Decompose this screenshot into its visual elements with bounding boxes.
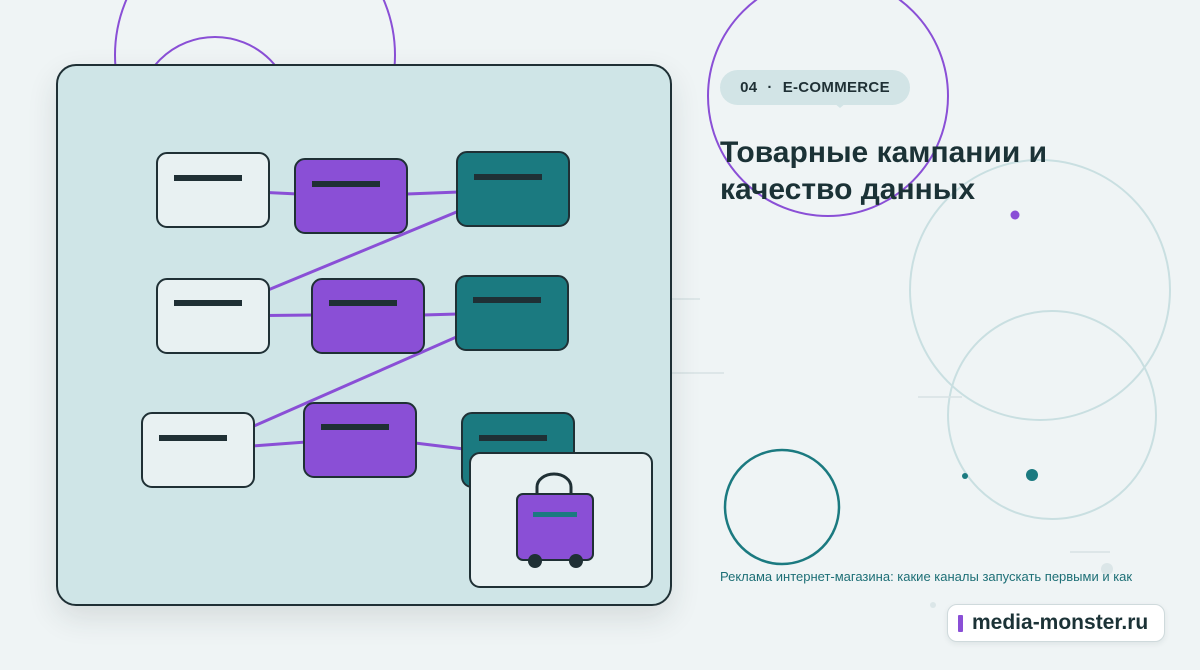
deco-circle-pale-2	[947, 310, 1157, 520]
bag-label-bar	[533, 512, 577, 517]
deco-circle-purple-right	[707, 0, 949, 217]
topic-badge: 04 · E-COMMERCE	[720, 70, 910, 105]
connector-line	[405, 190, 461, 196]
deco-dot-pale-small	[930, 602, 936, 608]
topic-number: 04	[740, 79, 758, 96]
deco-circle-teal	[723, 448, 841, 566]
node-label-bar	[321, 424, 389, 430]
badge-pointer	[834, 103, 846, 108]
node-label-bar	[473, 297, 541, 303]
node-label-bar	[159, 435, 227, 441]
article-subtitle: Реклама интернет-магазина: какие каналы …	[720, 569, 1133, 584]
deco-dot-purple	[1010, 210, 1020, 220]
campaign-flow-diagram	[141, 151, 653, 588]
page-title: Товарные кампании и качество данных	[720, 136, 1048, 206]
campaign-node	[303, 402, 417, 478]
source-node	[156, 278, 270, 354]
cart-wheel-icon	[569, 554, 583, 568]
node-label-bar	[174, 175, 242, 181]
cart-wheel-icon	[528, 554, 542, 568]
flow-row-1	[156, 151, 570, 234]
cart-card	[469, 452, 653, 588]
source-node	[156, 152, 270, 228]
node-label-bar	[174, 300, 242, 306]
connector-line	[413, 441, 466, 451]
source-node	[141, 412, 255, 488]
node-label-bar	[479, 435, 547, 441]
node-label-bar	[474, 174, 542, 180]
deco-dot-teal-small	[962, 473, 968, 479]
node-label-bar	[312, 181, 380, 187]
node-label-bar	[329, 300, 397, 306]
brand-name: media-monster.ru	[972, 611, 1149, 634]
topic-category: E-COMMERCE	[782, 79, 890, 96]
bag-handle	[535, 472, 573, 493]
deco-circle-pale-1	[909, 159, 1171, 421]
campaign-node	[294, 158, 408, 234]
deco-dot-teal-large	[1026, 469, 1038, 481]
brand-badge[interactable]: media-monster.ru	[947, 604, 1165, 642]
shopping-cart-bag-icon	[516, 472, 594, 568]
campaign-node	[311, 278, 425, 354]
deco-dot-pale	[1101, 563, 1113, 575]
connector-line	[421, 312, 460, 317]
topic-separator: ·	[767, 79, 773, 96]
result-node	[455, 275, 569, 351]
bag-body	[516, 493, 594, 561]
result-node	[456, 151, 570, 227]
flow-row-2	[156, 275, 569, 354]
brand-accent-bar	[958, 614, 963, 632]
